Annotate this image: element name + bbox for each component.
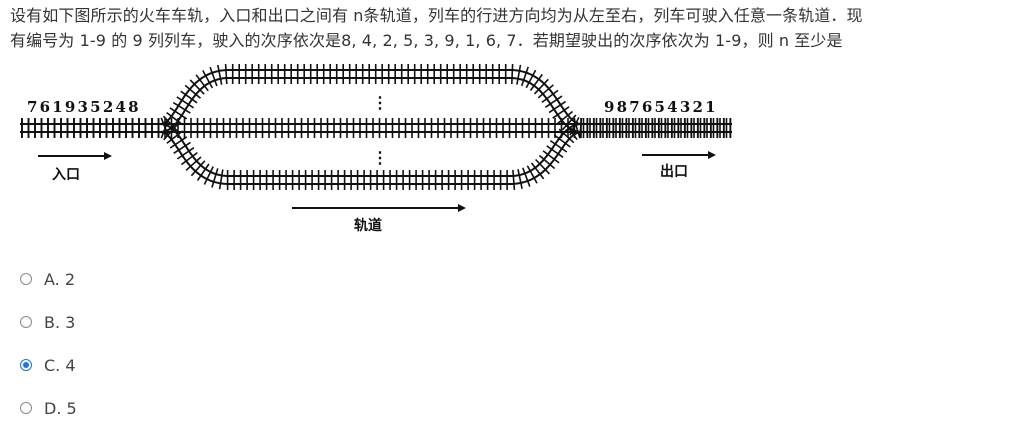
option-b-letter: B. — [44, 312, 61, 332]
radio-option-a[interactable] — [20, 273, 32, 285]
option-a-letter: A. — [44, 269, 60, 289]
dots-bottom: ⋮ — [372, 148, 388, 167]
option-a-value: 2 — [64, 269, 76, 289]
railway-diagram: 761935248 987654321 入口 出口 轨道 ⋮ ⋮ — [20, 63, 732, 234]
option-d[interactable]: D. 5 — [20, 394, 77, 422]
option-d-value: 5 — [66, 398, 77, 418]
option-c-value: 4 — [65, 355, 76, 375]
dots-top: ⋮ — [372, 93, 388, 112]
question-line-2: 有编号为 1-9 的 9 列列车，驶入的次序依次是8, 4, 2, 5, 3, … — [10, 31, 843, 50]
option-b[interactable]: B. 3 — [20, 308, 77, 336]
entry-sequence: 761935248 — [27, 98, 141, 116]
entry-arrow — [38, 152, 112, 160]
railway-figure: 761935248 987654321 入口 出口 轨道 ⋮ ⋮ — [12, 58, 742, 243]
track-direction-arrow — [292, 204, 466, 212]
question-line-1: 设有如下图所示的火车车轨，入口和出口之间有 n条轨道，列车的行进方向均为从左至右… — [10, 6, 863, 25]
option-b-value: 3 — [65, 312, 76, 332]
question-text: 设有如下图所示的火车车轨，入口和出口之间有 n条轨道，列车的行进方向均为从左至右… — [10, 3, 1018, 53]
track-ties — [21, 63, 732, 190]
answer-options: A. 2 B. 3 C. 4 D. 5 — [20, 265, 77, 437]
radio-option-c[interactable] — [20, 359, 32, 371]
option-a[interactable]: A. 2 — [20, 265, 77, 293]
exit-arrow — [642, 151, 716, 159]
option-c[interactable]: C. 4 — [20, 351, 77, 379]
track-label: 轨道 — [354, 217, 382, 234]
radio-option-b[interactable] — [20, 316, 32, 328]
option-c-letter: C. — [44, 355, 61, 375]
exit-label: 出口 — [660, 163, 688, 180]
radio-option-d[interactable] — [20, 402, 32, 414]
entry-label: 入口 — [52, 167, 80, 183]
option-d-letter: D. — [44, 398, 62, 418]
exit-sequence: 987654321 — [604, 98, 718, 116]
